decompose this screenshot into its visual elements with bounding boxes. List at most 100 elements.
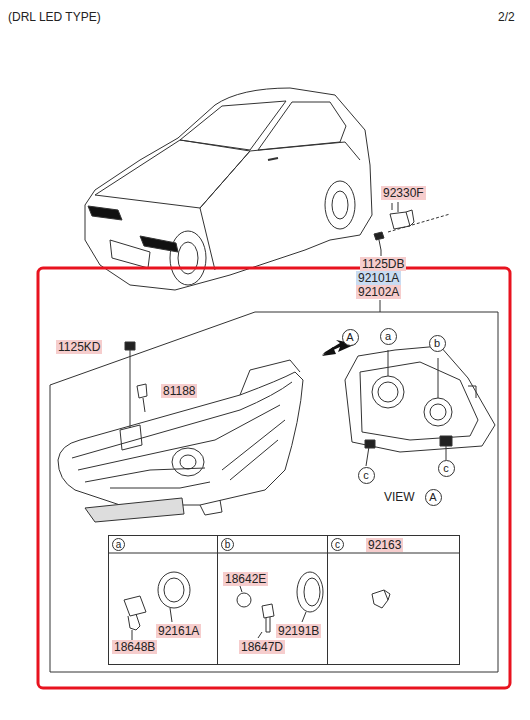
table-cell: b 18642E 92191B 18647D: [217, 535, 328, 665]
drawing-stroke: [85, 88, 372, 290]
drawing-stroke: [398, 202, 399, 212]
drawing-stroke: [380, 300, 381, 312]
drawing-stroke: [158, 572, 190, 608]
callout-letter: a: [385, 330, 391, 342]
drawing-stroke: [164, 578, 184, 602]
drawing-stroke: [95, 140, 250, 208]
drawing-stroke: [132, 630, 133, 640]
drawing-stroke: [325, 181, 355, 229]
table-cell: a 92161A 18648B: [108, 535, 218, 665]
drawing-stroke: [440, 436, 452, 446]
drawing-stroke: [170, 608, 172, 622]
frame: [38, 268, 510, 688]
view-label: VIEW: [382, 490, 417, 504]
part-number: 92161A: [156, 624, 201, 638]
part-number: 92330F: [381, 186, 426, 200]
drawing-stroke: [304, 578, 320, 606]
callout-letter: b: [221, 538, 234, 551]
part-number: 92102A: [356, 285, 401, 299]
drawing-stroke: [374, 232, 384, 240]
drawing-stroke: [390, 212, 410, 229]
drawing-stroke: [85, 468, 205, 482]
drawing-stroke: [332, 191, 348, 219]
drawing-stroke: [170, 231, 206, 285]
drawing-stroke: [88, 206, 122, 220]
drawing-stroke: [240, 586, 242, 592]
drawing-stroke: [200, 500, 222, 515]
drawing-stroke: [297, 572, 323, 612]
part-92163: [372, 590, 390, 608]
drawing-stroke: [468, 386, 476, 398]
callout-letter: A: [429, 491, 436, 503]
drawing-stroke: [381, 250, 382, 256]
drawing-stroke: [140, 236, 178, 252]
drawing-stroke: [172, 448, 204, 476]
callout-circle: a: [380, 328, 397, 345]
drawing-stroke: [388, 214, 450, 232]
part-number: 18648B: [112, 640, 157, 654]
drawing-stroke: [240, 360, 300, 395]
part-number: 92191B: [276, 624, 321, 638]
callout-letter: c: [443, 462, 449, 474]
part-number: 81188: [161, 384, 197, 398]
car: [85, 88, 372, 290]
drawing-stroke: [345, 346, 495, 452]
callout-letter: A: [346, 331, 353, 343]
drawing-stroke: [406, 210, 414, 226]
drawing-stroke: [110, 482, 210, 488]
drawing-stroke: [392, 203, 393, 210]
callout-letter: a: [112, 538, 125, 551]
callout-letter: 2/2: [498, 10, 515, 24]
drawing-stroke: [384, 590, 390, 600]
page-number-box: 2/2: [498, 7, 524, 29]
part-number: 92101A: [356, 271, 401, 285]
callout-circle: c: [438, 460, 455, 477]
drawing-stroke: [430, 404, 446, 420]
drawing-stroke: [125, 342, 135, 350]
drawing-stroke: [237, 593, 251, 607]
part-number: 92163: [366, 538, 403, 552]
callout-circle: c: [358, 467, 375, 484]
part-number: 1125KD: [56, 340, 102, 354]
drawing-stroke: [230, 440, 278, 480]
part-number: 18642E: [223, 572, 268, 586]
drawing-stroke: [258, 632, 262, 638]
drawing-stroke: [180, 455, 196, 469]
drawing-stroke: [438, 358, 439, 398]
drawing-stroke: [268, 158, 278, 160]
drawing-stroke: [124, 596, 146, 616]
drawing-stroke: [58, 372, 303, 505]
callout-letter: c: [331, 538, 344, 551]
view-a-lamp-back: [345, 346, 495, 466]
drawing-stroke: [78, 405, 280, 470]
headlamp: [58, 342, 303, 522]
bolt-1125DB: [374, 203, 450, 256]
drawing-stroke: [130, 350, 131, 428]
drawing-stroke: [222, 420, 285, 470]
drawing-stroke: [137, 384, 147, 398]
callout-letter: c: [363, 469, 369, 481]
drawing-stroke: [128, 614, 140, 630]
title: (DRL LED TYPE): [8, 10, 101, 24]
drawing-stroke: [120, 425, 142, 450]
table-header-line: [108, 553, 460, 554]
drawing-stroke: [360, 362, 478, 440]
drawing-stroke: [378, 382, 398, 402]
drawing-stroke: [365, 440, 375, 448]
connector-part: [390, 202, 414, 229]
drawing-stroke: [322, 347, 336, 356]
group-outline: [50, 300, 498, 672]
drawing-stroke: [372, 376, 404, 408]
drawing-stroke: [424, 398, 452, 426]
part-number: 18647D: [239, 640, 285, 654]
drawing-stroke: [72, 382, 292, 458]
drawing-stroke: [50, 312, 498, 672]
drawing-stroke: [372, 590, 388, 608]
drawing-stroke: [266, 617, 270, 632]
drawing-stroke: [379, 240, 381, 250]
drawing-stroke: [262, 604, 274, 618]
callout-circle: A: [425, 489, 442, 506]
